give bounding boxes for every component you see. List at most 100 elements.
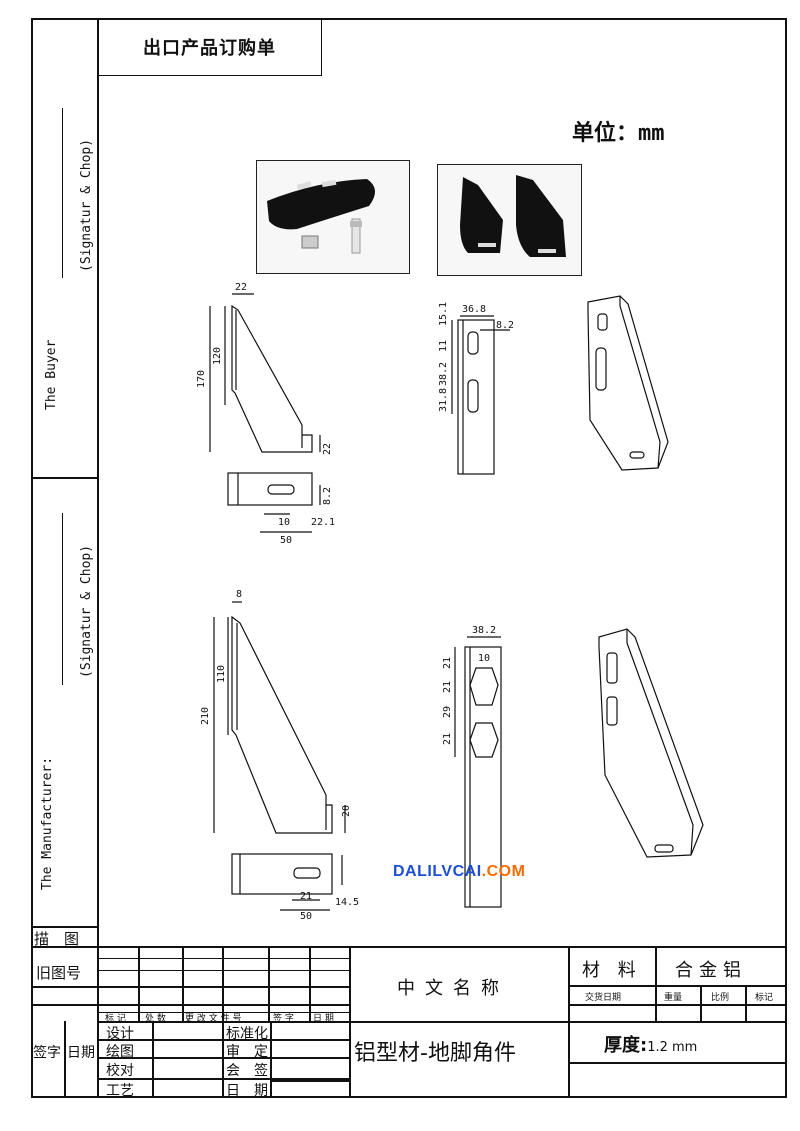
dim-front1-11: 11	[438, 340, 449, 352]
header-riqi: 日 期	[313, 1014, 334, 1024]
left-column-divider	[31, 477, 98, 479]
thickness-label: 厚度:	[604, 1035, 648, 1056]
riqi-label: 日期	[67, 1045, 95, 1061]
buyer-label: The Buyer	[44, 339, 59, 410]
tb-date-underline	[270, 1080, 349, 1082]
tb-h1	[31, 986, 349, 988]
zhongliang: 重量	[664, 993, 683, 1003]
tb-miaotu-line	[31, 926, 98, 928]
row-shending: 审 定	[226, 1044, 268, 1060]
tb-v5	[268, 946, 270, 1021]
dim-top1-50: 50	[280, 535, 292, 546]
tb-v1	[97, 946, 99, 1098]
dim-front1-36.8: 36.8	[462, 304, 486, 315]
material-value: 合金铝	[675, 960, 747, 981]
dim-top1-8.2: 8.2	[322, 487, 333, 505]
drawing-frame	[31, 18, 787, 1098]
tb-right-v2	[700, 985, 702, 1021]
dim-side2-210: 210	[200, 707, 211, 725]
tb-v6	[309, 946, 311, 1021]
tb-right-line-1	[568, 985, 787, 987]
watermark-domain: .COM	[481, 863, 526, 880]
bracket-photo-image-2	[460, 175, 566, 257]
row-huiqian: 会 签	[226, 1063, 268, 1079]
buyer-signature-line	[62, 108, 63, 278]
tb-v8	[64, 1021, 66, 1098]
row-riqi2: 日 期	[226, 1083, 268, 1099]
dim-side1-22-top: 22	[235, 282, 247, 293]
manufacturer-signature-label: (Signatur & Chop)	[79, 544, 94, 678]
isometric-view-1	[587, 295, 669, 471]
row-biaozhunhua: 标准化	[226, 1026, 268, 1042]
dim-side1-22-bottom: 22	[322, 443, 333, 455]
jiutuhao-label: 旧图号	[36, 964, 82, 982]
front-view-2	[454, 636, 502, 908]
unit-label: 单位：mm	[572, 121, 665, 146]
dim-front1-38.2: 38.2	[438, 362, 449, 386]
buyer-signature-label: (Signatur & Chop)	[79, 138, 94, 272]
tb-mid-line	[349, 1021, 568, 1023]
dim-top1-22.1: 22.1	[311, 517, 335, 528]
side-view-1	[209, 293, 321, 453]
tb-right-line-3	[568, 1021, 787, 1023]
unit-value: mm	[638, 121, 665, 146]
tb-v9	[152, 1021, 154, 1098]
dim-front1-8.2: 8.2	[496, 320, 514, 331]
row-jiaodui: 校对	[106, 1063, 134, 1079]
top-view-1	[227, 472, 321, 533]
dim-side2-110: 110	[216, 665, 227, 683]
watermark: DALILVCAI.COM	[393, 863, 525, 881]
top-view-2	[231, 853, 343, 911]
dim-front1-15.1: 15.1	[438, 302, 449, 326]
drawing-set-2: 8 110 210 20 21 14.5 50 38.2 10 21 21 29…	[200, 589, 502, 922]
chinese-name-label: 中文名称	[397, 978, 509, 999]
manufacturer-signature-line	[62, 513, 63, 685]
header-genggai: 更 改 文 件 号	[185, 1014, 242, 1024]
dim-top2-50: 50	[300, 911, 312, 922]
manufacturer-label: The Manufacturer:	[40, 756, 55, 890]
dim-front2-21-a: 21	[442, 657, 453, 669]
product-photo-1	[256, 160, 410, 274]
front-view-1	[451, 315, 510, 475]
dim-front2-21-c: 21	[442, 733, 453, 745]
jiaohuo-riqi: 交货日期	[585, 993, 622, 1003]
header-chushu: 处 数	[145, 1014, 166, 1024]
dim-side2-20: 20	[341, 805, 352, 817]
row-sheji: 设计	[106, 1026, 134, 1042]
dim-front2-21-b: 21	[442, 681, 453, 693]
dim-front2-38.2: 38.2	[472, 625, 496, 636]
dim-side1-170: 170	[196, 370, 207, 388]
isometric-view-2	[598, 628, 704, 858]
tb-right-v1	[655, 946, 657, 1021]
dim-top1-10: 10	[278, 517, 290, 528]
tb-v4	[222, 946, 224, 1098]
tb-right-v3	[745, 985, 747, 1021]
thickness-value: 1.2 mm	[647, 1040, 698, 1055]
dim-front2-10: 10	[478, 653, 490, 664]
biaoji-right: 标记	[755, 993, 774, 1003]
tb-v3	[182, 946, 184, 1021]
side-view-2	[213, 601, 346, 834]
tb-h2	[31, 1004, 349, 1006]
left-column-line	[97, 18, 99, 946]
tb-v10	[270, 1021, 272, 1098]
dim-front1-31.8: 31.8	[438, 388, 449, 412]
dim-top2-14.5: 14.5	[335, 897, 359, 908]
tb-top-line	[31, 946, 787, 948]
dim-side1-120: 120	[212, 347, 223, 365]
row-huitu: 绘图	[106, 1044, 134, 1060]
miaotu-label: 描 图	[34, 930, 80, 948]
bracket-photo-image	[267, 179, 376, 254]
document-title: 出口产品订购单	[97, 18, 322, 76]
tb-v2	[138, 946, 140, 1021]
drawing-set-1: 22 120 170 22 8.2 10 22.1 50 36.8 15.1 8…	[196, 282, 514, 546]
header-biaoji: 标 记	[105, 1014, 126, 1024]
dim-front2-29: 29	[442, 706, 453, 718]
tb-right-line-2	[568, 1004, 787, 1006]
product-photo-2	[437, 164, 582, 276]
header-qianzi: 签 字	[273, 1014, 294, 1024]
dim-top2-21: 21	[300, 891, 312, 902]
product-name: 铝型材-地脚角件	[354, 1041, 516, 1066]
watermark-text: DALILVCAI	[393, 863, 482, 880]
row-gongyi: 工艺	[106, 1083, 134, 1099]
